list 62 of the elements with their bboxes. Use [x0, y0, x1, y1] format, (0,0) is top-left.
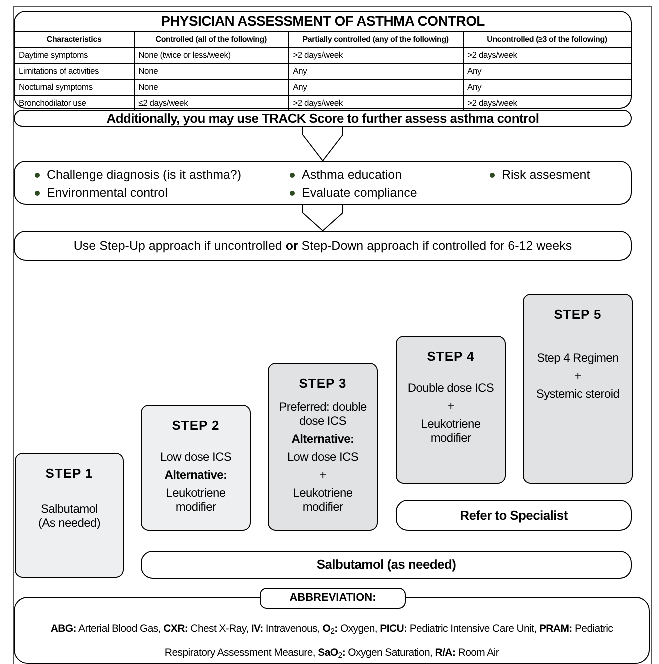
- assessment-table-box: [14, 11, 632, 109]
- table-cell-text: Nocturnal symptoms: [19, 81, 93, 94]
- table-cell-text: Daytime symptoms: [19, 49, 88, 62]
- column-header: Characteristics: [46, 34, 102, 46]
- step-text: Alternative:: [292, 432, 354, 446]
- abbreviation-header-pill: ABBREVIATION:: [260, 588, 406, 609]
- step-heading: STEP 5: [554, 306, 602, 324]
- step-text: Preferred: double dose ICS: [278, 400, 368, 428]
- table-cell-text: >2 days/week: [468, 49, 518, 62]
- step-text: +: [574, 368, 582, 382]
- step-box: [396, 336, 506, 484]
- step-text: Low dose ICS: [287, 450, 359, 464]
- step-heading: STEP 3: [299, 375, 347, 393]
- box-text: Use Step-Up approach if uncontrolled or Step-Down approach if controlled for 6-12 weeks: [74, 238, 572, 255]
- chevron-arrow: [302, 204, 344, 232]
- table-cell-text: Bronchodilator use: [19, 97, 86, 110]
- step-heading: STEP 1: [46, 465, 94, 483]
- bullet-item: Environmental control: [47, 185, 168, 202]
- step-text: +: [448, 398, 454, 412]
- step-text: Leukotriene modifier: [165, 486, 227, 514]
- box-text: Refer to Specialist: [460, 506, 568, 525]
- step-box: [268, 363, 378, 531]
- table-cell-text: None: [138, 81, 158, 94]
- step-text: Leukotriene modifier: [292, 486, 354, 514]
- step-box: [15, 453, 124, 578]
- table-cell-text: >2 days/week: [293, 97, 343, 110]
- rounded-box: [141, 551, 632, 579]
- table-cell-text: Limitations of activities: [19, 65, 100, 78]
- step-text: +: [320, 468, 326, 482]
- step-text: Step 4 Regimen: [537, 350, 619, 364]
- bullet-item: Risk assesment: [502, 167, 590, 184]
- table-cell-text: ≤2 days/week: [138, 97, 188, 110]
- table-cell-text: >2 days/week: [293, 49, 343, 62]
- column-header: Partially controlled (any of the following): [302, 34, 449, 46]
- box-text: Additionally, you may use TRACK Score to further assess asthma control: [106, 110, 540, 128]
- rounded-box: [396, 500, 632, 531]
- table-cell-text: Any: [293, 81, 308, 94]
- step-heading: STEP 4: [427, 348, 475, 366]
- step-text: Salbutamol (As needed): [37, 502, 102, 530]
- bullet-item: Challenge diagnosis (is it asthma?): [47, 167, 242, 184]
- column-header: Controlled (all of the following): [156, 34, 267, 46]
- box-text: Salbutamol (as needed): [316, 556, 456, 574]
- bullet-item: Evaluate compliance: [302, 185, 418, 202]
- table-cell-text: Any: [293, 65, 308, 78]
- step-text: Low dose ICS: [160, 450, 232, 464]
- table-cell-text: Any: [468, 65, 482, 78]
- table-cell-text: None (twice or less/week): [138, 49, 231, 62]
- step-text: Double dose ICS: [408, 380, 494, 394]
- step-heading: STEP 2: [172, 417, 220, 435]
- table-title: PHYSICIAN ASSESSMENT OF ASTHMA CONTROL: [161, 12, 485, 31]
- step-box: [141, 405, 251, 531]
- bullet-item: Asthma education: [302, 167, 402, 184]
- step-text: Systemic steroid: [536, 386, 620, 400]
- column-header: Uncontrolled (≥3 of the following): [487, 34, 608, 46]
- step-box: [523, 294, 633, 484]
- table-cell-text: Any: [468, 81, 482, 94]
- step-text: Leukotriene modifier: [420, 416, 482, 444]
- chevron-arrow: [302, 126, 344, 162]
- abbreviation-text: ABG: Arterial Blood Gas, CXR: Chest X-Ray, IV: Intravenous, O$_{2}$: Oxygen, PICU: Pediatric Intensive Care Unit, PRAM: Pediatric Respiratory Assessment Measure, SaO$_{2}$: Oxygen Saturation, R/A: Room Air: [50, 623, 614, 659]
- step-text: Alternative:: [164, 468, 228, 482]
- table-cell-text: None: [138, 65, 158, 78]
- table-cell-text: >2 days/week: [468, 97, 518, 110]
